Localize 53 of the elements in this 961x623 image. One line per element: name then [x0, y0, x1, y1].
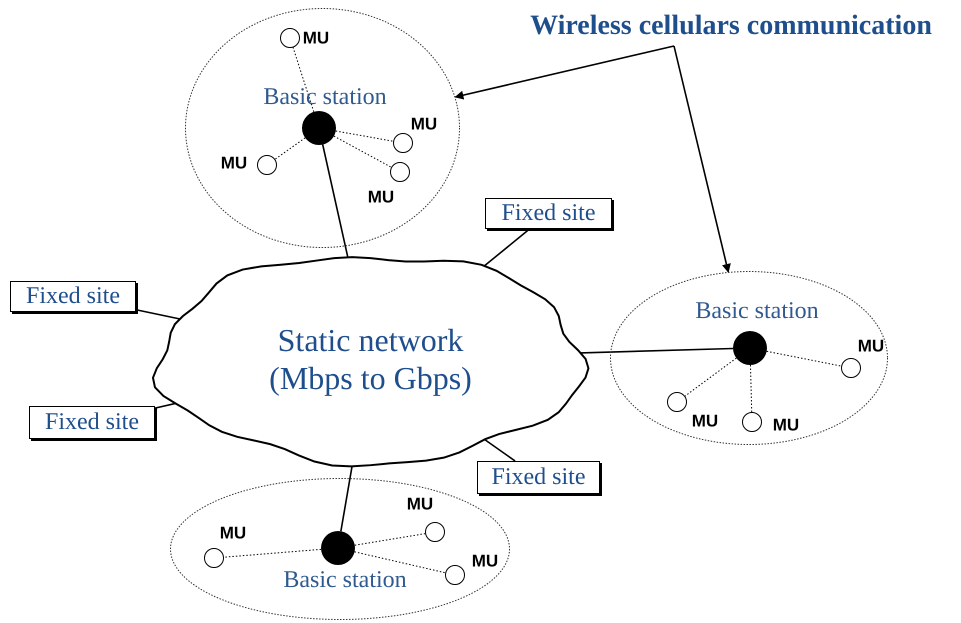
link-line — [580, 348, 734, 354]
fixed-site-box: Fixed site — [477, 461, 600, 494]
station-label: Basic station — [695, 299, 819, 323]
base-station-dot — [302, 111, 336, 145]
arrow — [454, 45, 674, 100]
arrow — [673, 46, 731, 273]
mobile-unit-label: MU — [220, 524, 246, 542]
mobile-unit-label: MU — [410, 116, 438, 132]
link-line — [154, 402, 176, 409]
base-station-dot — [321, 531, 355, 565]
mobile-unit-circle — [204, 548, 224, 568]
mobile-unit-circle — [280, 28, 300, 48]
mobile-unit-label: MU — [772, 416, 800, 434]
mobile-unit-circle — [425, 522, 445, 542]
dotted-link-line — [750, 364, 752, 412]
mobile-unit-label: MU — [368, 188, 394, 206]
mobile-unit-circle — [445, 565, 465, 585]
dotted-link-line — [354, 551, 446, 574]
mobile-unit-label: MU — [302, 30, 330, 46]
mobile-unit-circle — [390, 162, 410, 182]
mobile-unit-label: MU — [472, 552, 498, 570]
fixed-site-box: Fixed site — [10, 281, 136, 312]
fixed-site-box: Fixed site — [29, 406, 155, 439]
dotted-link-line — [274, 137, 306, 160]
dotted-link-line — [766, 350, 842, 367]
mobile-unit-circle — [841, 358, 861, 378]
link-line — [340, 466, 353, 532]
mobile-unit-label: MU — [406, 496, 434, 512]
mobile-unit-label: MU — [858, 338, 884, 354]
dotted-link-line — [354, 533, 426, 546]
dotted-link-line — [335, 130, 394, 142]
dotted-link-line — [684, 358, 737, 397]
link-line — [484, 228, 530, 267]
station-label: Basic station — [263, 85, 387, 109]
mobile-unit-label: MU — [220, 154, 248, 172]
mobile-unit-circle — [393, 133, 413, 153]
mobile-unit-circle — [257, 155, 277, 175]
cell-ellipse — [185, 8, 460, 248]
fixed-site-box: Fixed site — [485, 198, 612, 229]
cell-ellipse — [610, 271, 888, 445]
link-line — [136, 308, 180, 320]
link-line — [322, 144, 349, 258]
mobile-unit-circle — [742, 412, 762, 432]
mobile-unit-circle — [667, 392, 687, 412]
network-label: Static network (Mbps to Gbps) — [268, 320, 473, 398]
dotted-link-line — [292, 47, 314, 112]
base-station-dot — [733, 331, 767, 365]
dotted-link-line — [223, 548, 322, 558]
title-text: Wireless cellulars communication — [505, 6, 957, 46]
mobile-unit-label: MU — [692, 412, 718, 430]
link-line — [484, 438, 516, 462]
station-label: Basic station — [283, 568, 407, 592]
dotted-link-line — [333, 136, 392, 168]
